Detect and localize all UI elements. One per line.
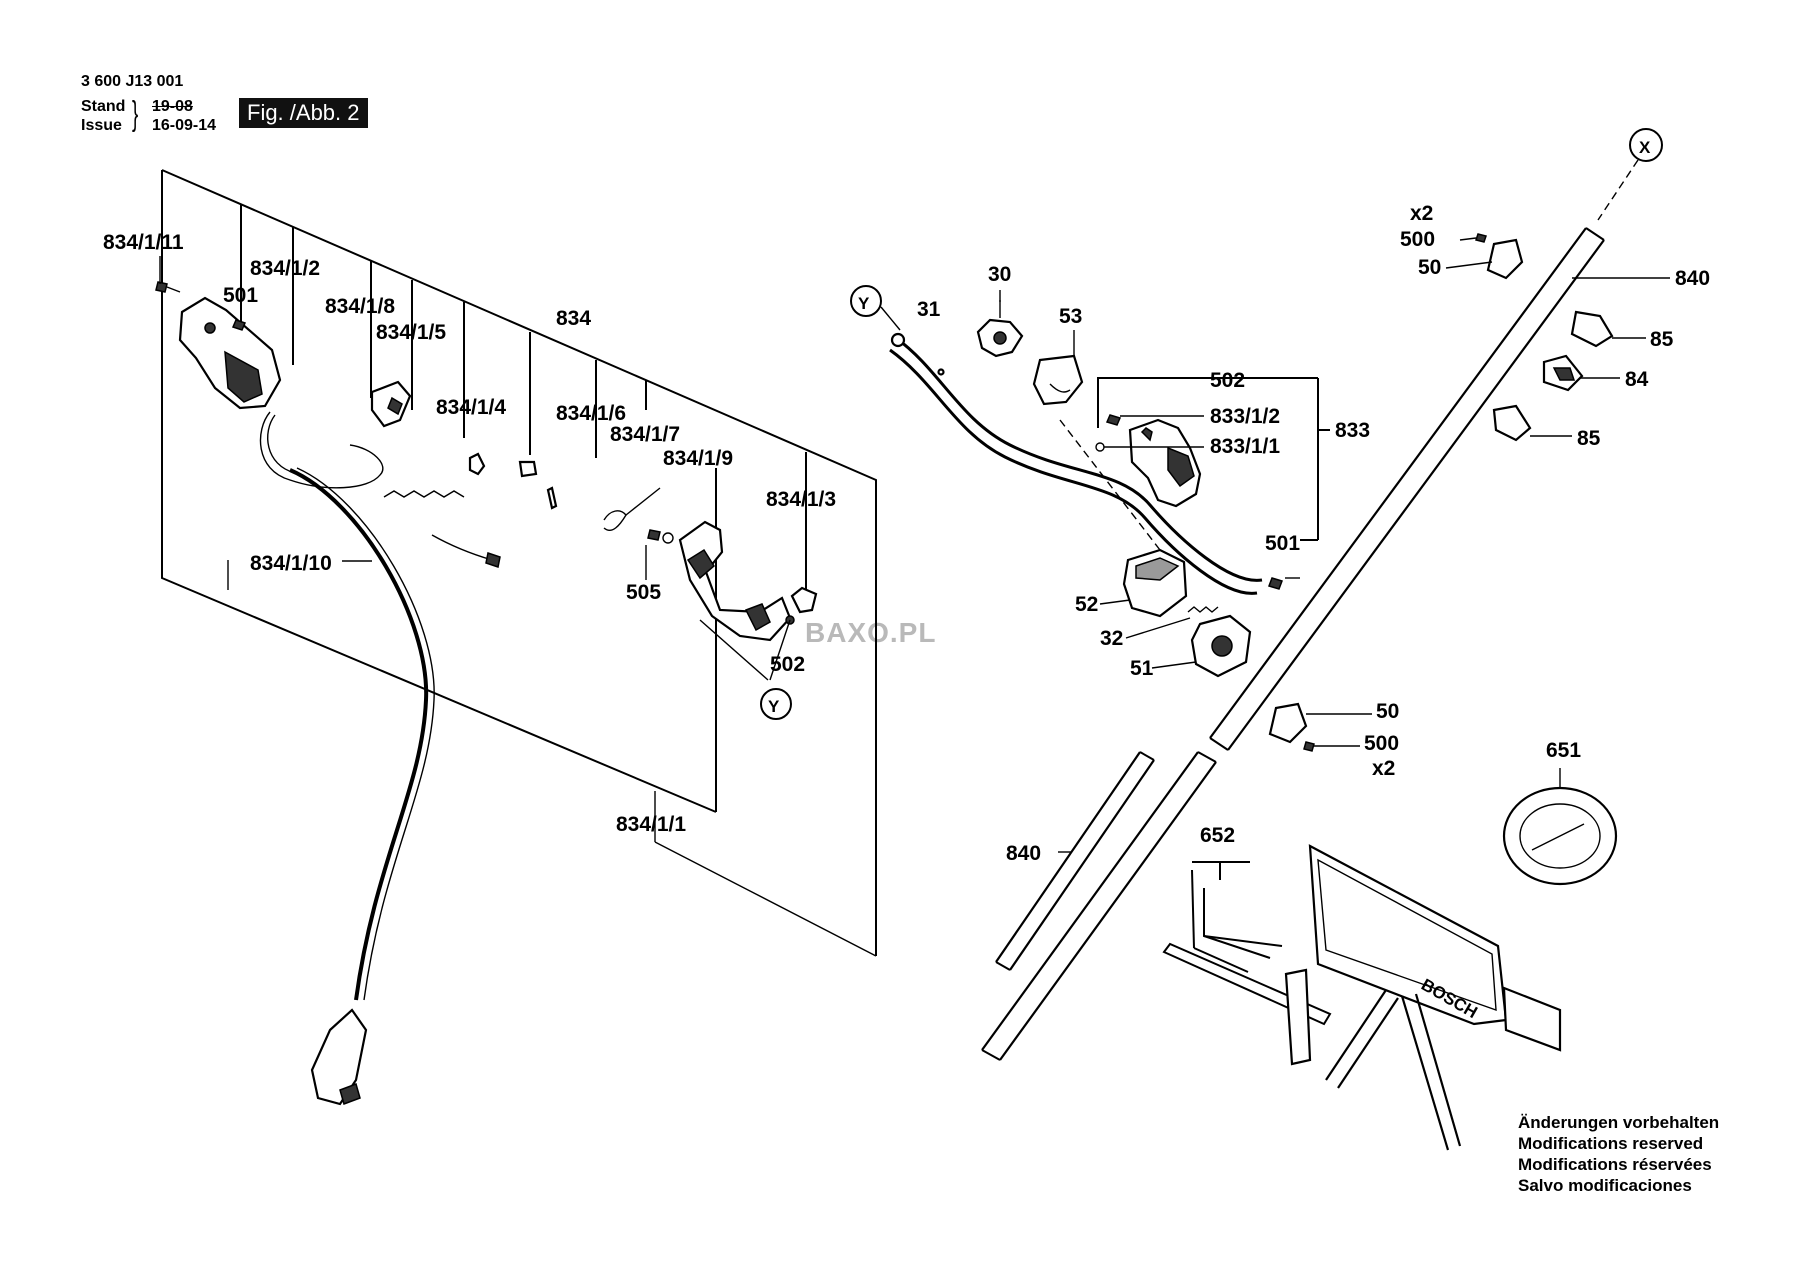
label-501-left: 501	[223, 284, 258, 307]
stand-label: Stand	[81, 98, 126, 115]
label-833-1-1: 833/1/1	[1210, 435, 1280, 458]
label-52: 52	[1075, 593, 1098, 616]
label-502-right: 502	[1210, 369, 1245, 392]
label-53: 53	[1059, 305, 1082, 328]
label-502-left: 502	[770, 653, 805, 676]
document-number: 3 600 J13 001	[81, 73, 184, 90]
shaft-group: X	[981, 128, 1710, 1151]
label-84: 84	[1625, 368, 1649, 391]
label-85-lower: 85	[1577, 427, 1601, 450]
label-834-1-4: 834/1/4	[436, 396, 506, 419]
label-x2-bottom: x2	[1372, 757, 1395, 780]
label-85-upper: 85	[1650, 328, 1674, 351]
watermark: BAXO.PL	[805, 617, 937, 648]
label-x2-top: x2	[1410, 202, 1433, 225]
label-651: 651	[1546, 739, 1581, 762]
issue-value: 16-09-14	[152, 117, 217, 134]
label-834-1-5: 834/1/5	[376, 321, 446, 344]
label-500-bottom: 500	[1364, 732, 1399, 755]
label-50-top: 50	[1418, 256, 1441, 279]
handle-assembly-group: 834/1/11 501 834/1/2 834/1/8 834/1/5 834…	[103, 169, 877, 1106]
ref-y-bottom: Y	[768, 697, 780, 716]
ref-y-top: Y	[858, 294, 870, 313]
label-833: 833	[1335, 419, 1370, 442]
label-834-1-1: 834/1/1	[616, 813, 686, 836]
note-en: Modifications reserved	[1518, 1134, 1704, 1153]
label-50-bottom: 50	[1376, 700, 1399, 723]
label-840-top: 840	[1675, 267, 1710, 290]
modifications-notes: Änderungen vorbehalten Modifications res…	[1518, 1112, 1719, 1196]
note-fr: Modifications réservées	[1518, 1155, 1712, 1174]
label-834-1-8: 834/1/8	[325, 295, 395, 318]
stand-value: 19-08	[152, 98, 193, 115]
label-834-1-2: 834/1/2	[250, 257, 320, 280]
label-51: 51	[1130, 657, 1154, 680]
note-de: Änderungen vorbehalten	[1518, 1113, 1720, 1132]
label-501-right: 501	[1265, 532, 1300, 555]
label-652: 652	[1200, 824, 1235, 847]
issue-label: Issue	[81, 117, 122, 134]
ref-x: X	[1639, 138, 1651, 157]
aux-handle-group: Y	[850, 263, 1370, 680]
label-500-top: 500	[1400, 228, 1435, 251]
label-31: 31	[917, 298, 941, 321]
note-es: Salvo modificaciones	[1518, 1176, 1692, 1195]
figure-label: Fig. /Abb. 2	[239, 98, 368, 128]
label-833-1-2: 833/1/2	[1210, 405, 1280, 428]
brace-glyph: }	[132, 95, 139, 133]
label-834-1-6: 834/1/6	[556, 402, 626, 425]
label-834-1-10: 834/1/10	[250, 552, 332, 575]
label-834-1-11: 834/1/11	[103, 231, 184, 254]
label-834-1-7: 834/1/7	[610, 423, 680, 446]
label-834-1-3: 834/1/3	[766, 488, 836, 511]
label-834-1-9: 834/1/9	[663, 447, 733, 470]
label-30: 30	[988, 263, 1011, 286]
label-32: 32	[1100, 627, 1123, 650]
label-834: 834	[556, 307, 591, 330]
label-505: 505	[626, 581, 661, 604]
label-840-bottom: 840	[1006, 842, 1041, 865]
